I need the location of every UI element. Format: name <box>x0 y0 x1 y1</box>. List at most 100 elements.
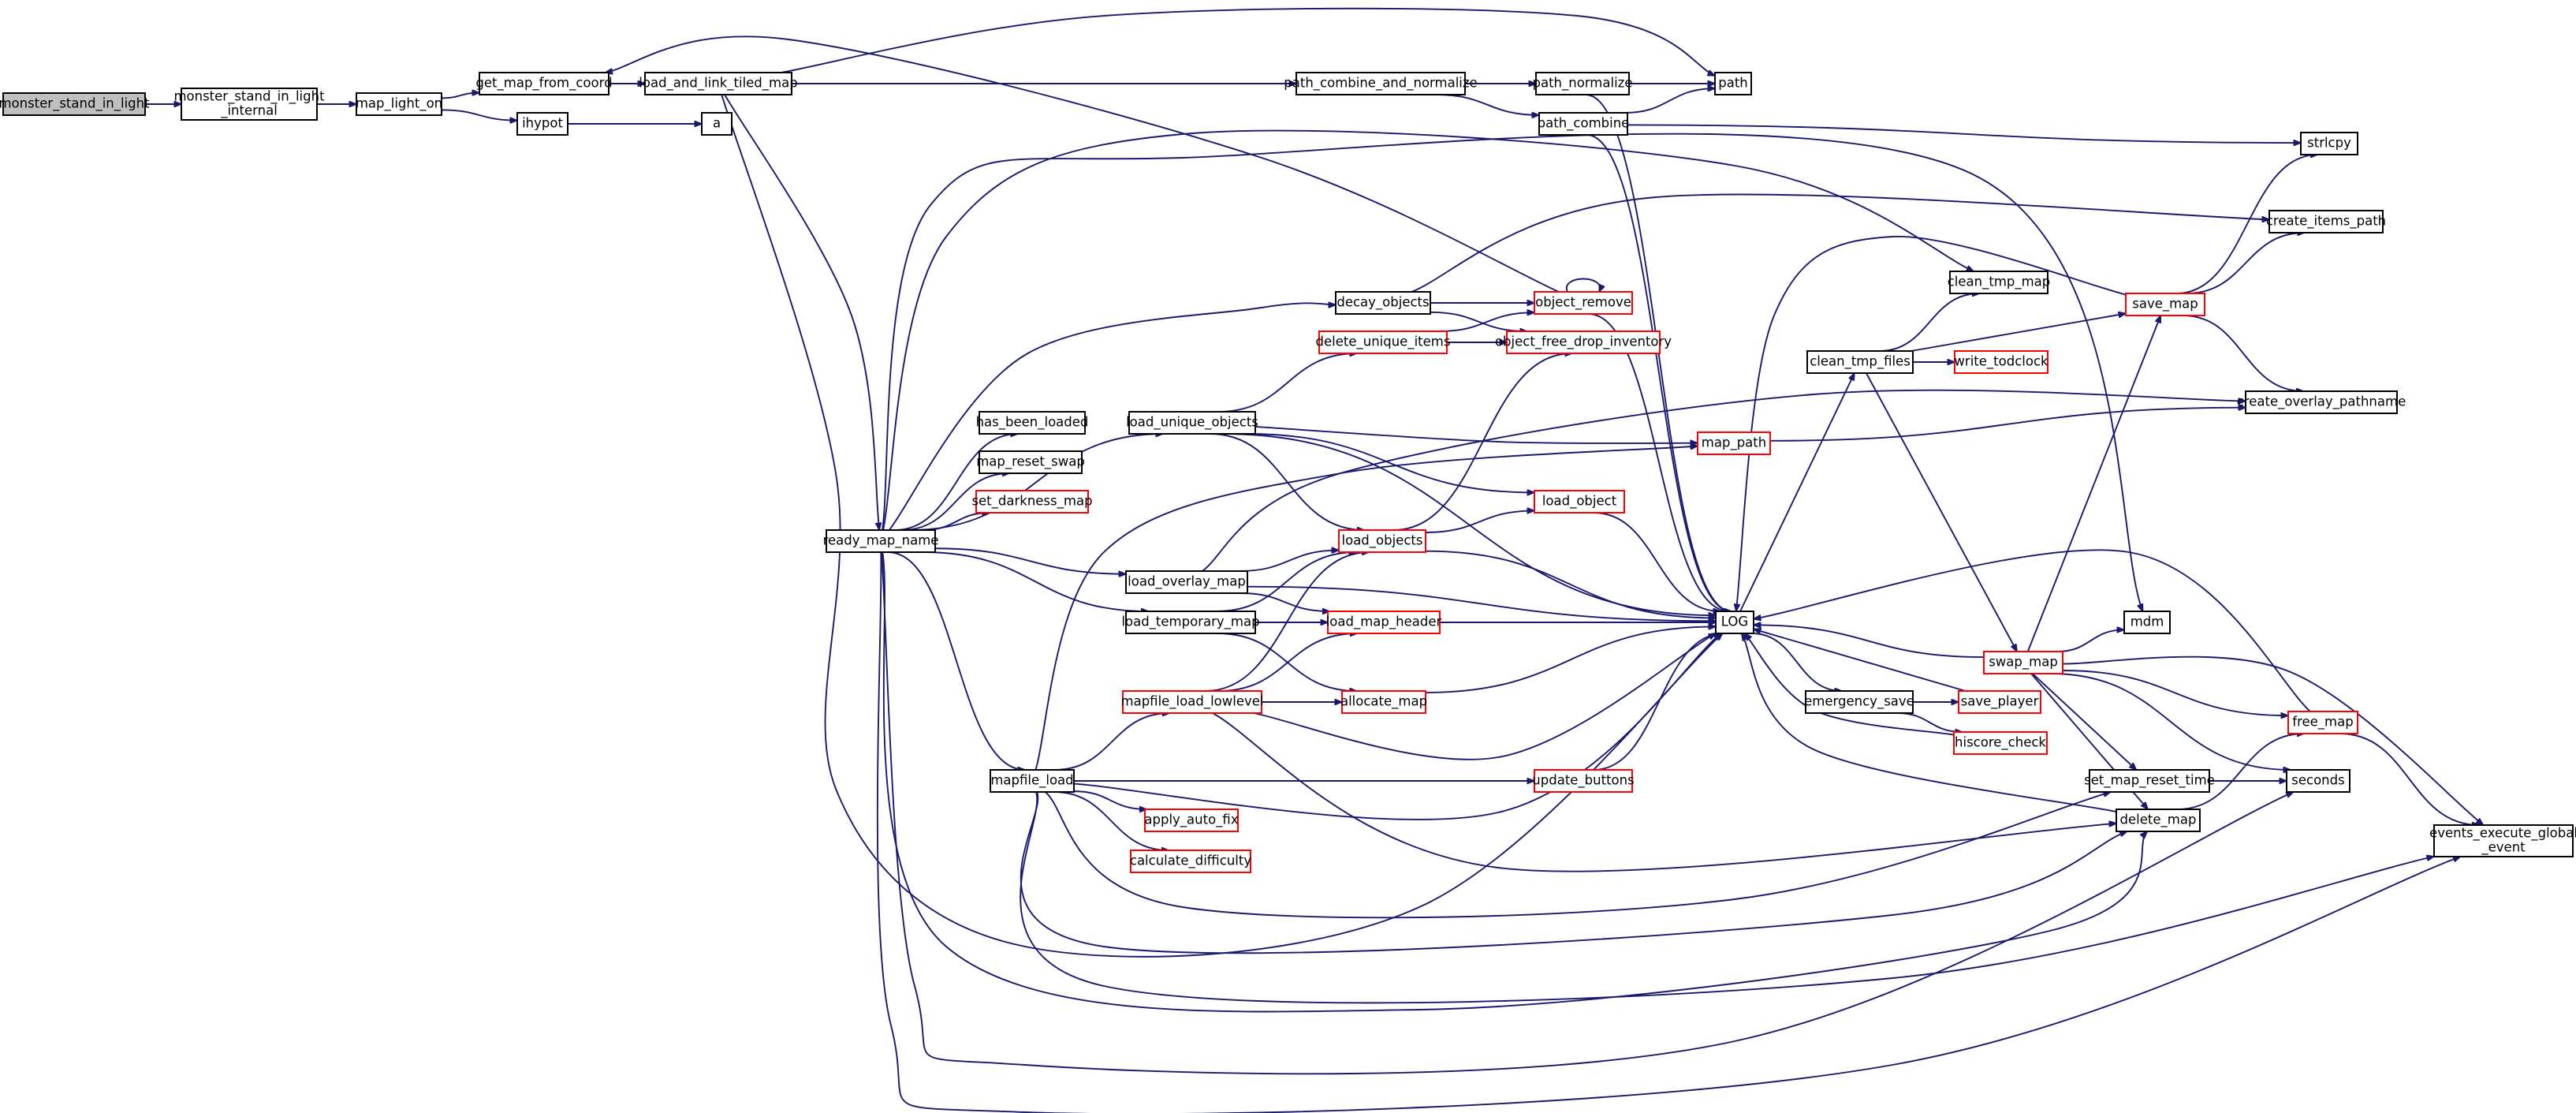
node-load_object[interactable]: load_object <box>1534 490 1625 514</box>
edge-swap_map-to-free_map <box>2062 670 2288 715</box>
node-create_overlay_pathname[interactable]: create_overlay_pathname <box>2237 390 2406 414</box>
node-map_reset_swap[interactable]: map_reset_swap <box>976 450 1085 474</box>
node-clean_tmp_map[interactable]: clean_tmp_map <box>1948 271 2051 294</box>
node-swap_map[interactable]: swap_map <box>1983 651 2063 674</box>
node-label: clean_tmp_map <box>1948 275 2051 290</box>
edge-mapfile_load_lowlevel-to-LOG <box>1253 633 1716 760</box>
node-object_remove[interactable]: object_remove <box>1534 291 1633 315</box>
edge-path_combine-to-path <box>1624 88 1715 114</box>
node-seconds[interactable]: seconds <box>2286 769 2350 793</box>
node-path_normalize[interactable]: path_normalize <box>1533 72 1633 95</box>
node-box <box>1335 291 1431 315</box>
node-monster_stand_in_light_internal[interactable]: monster_stand_in_light_internal <box>173 88 325 121</box>
node-label: mapfile_load <box>990 773 1073 789</box>
edge-swap_map-to-seconds <box>2050 673 2291 770</box>
node-box <box>1535 72 1630 95</box>
node-save_player[interactable]: save_player <box>1958 690 2041 714</box>
edge-save_map-to-create_overlay_pathname <box>2183 315 2303 391</box>
node-label: delete_unique_items <box>1316 334 1451 350</box>
node-monster_stand_in_light[interactable]: monster_stand_in_light <box>0 92 150 116</box>
node-strlcpy[interactable]: strlcpy <box>2300 132 2358 155</box>
node-mdm[interactable]: mdm <box>2123 611 2171 634</box>
node-box <box>2116 809 2201 832</box>
edge-ready_map_name-to-has_been_loaded <box>894 434 1018 531</box>
node-label: create_items_path <box>2266 214 2386 230</box>
node-object_free_drop_inventory[interactable]: object_free_drop_inventory <box>1495 331 1672 354</box>
node-has_been_loaded[interactable]: has_been_loaded <box>976 411 1089 435</box>
node-allocate_map[interactable]: allocate_map <box>1340 690 1427 714</box>
node-write_todclock[interactable]: write_todclock <box>1954 350 2048 374</box>
node-update_buttons[interactable]: update_buttons <box>1532 769 1635 793</box>
edge-clean_tmp_files-to-swap_map <box>1866 372 2017 652</box>
node-label: _event <box>2481 840 2526 856</box>
node-box <box>1125 570 1248 594</box>
node-LOG[interactable]: LOG <box>1715 611 1754 634</box>
node-label: load_unique_objects <box>1126 415 1258 431</box>
edge-mapfile_load-to-mapfile_load_lowlevel <box>1054 713 1169 771</box>
node-load_objects[interactable]: load_objects <box>1338 529 1426 553</box>
node-decay_objects[interactable]: decay_objects <box>1335 291 1431 315</box>
edge-ready_map_name-to-delete_map <box>882 551 2147 1013</box>
edge-save_map-to-strlcpy <box>2176 155 2317 294</box>
node-calculate_difficulty[interactable]: calculate_difficulty <box>1130 850 1251 873</box>
node-label: get_map_from_coord <box>475 76 612 92</box>
edge-swap_map-to-mdm <box>2057 629 2124 652</box>
node-path_combine_and_normalize[interactable]: path_combine_and_normalize <box>1284 72 1478 95</box>
node-box <box>1983 651 2063 674</box>
node-mapfile_load_lowlevel[interactable]: mapfile_load_lowlevel <box>1121 690 1264 714</box>
node-emergency_save[interactable]: emergency_save <box>1804 690 1914 714</box>
node-label: path <box>1718 76 1748 91</box>
node-load_overlay_map[interactable]: load_overlay_map <box>1125 570 1248 594</box>
node-set_map_reset_time[interactable]: set_map_reset_time <box>2084 769 2215 793</box>
node-ihypot[interactable]: ihypot <box>516 112 569 136</box>
edge-mapfile_load-to-apply_auto_fix <box>1073 790 1146 809</box>
node-box <box>2123 611 2171 634</box>
node-events_execute_global_event[interactable]: events_execute_global_event <box>2429 824 2576 857</box>
node-load_map_header[interactable]: load_map_header <box>1326 611 1442 634</box>
edge-load_overlay_map-to-load_map_header <box>1240 592 1330 611</box>
edge-mapfile_load_lowlevel-to-delete_map <box>1212 712 2116 872</box>
edge-load_objects-to-object_free_drop_inventory <box>1393 353 1572 531</box>
edge-load_and_link_tiled_map-to-ready_map_name <box>724 94 879 530</box>
edge-LOG-to-clean_tmp_files <box>1739 373 1855 612</box>
edge-load_unique_objects-to-delete_unique_items <box>1218 353 1357 413</box>
edge-load_and_link_tiled_map-to-LOG <box>721 94 1722 958</box>
node-delete_unique_items[interactable]: delete_unique_items <box>1316 331 1451 354</box>
node-label: load_and_link_tiled_map <box>639 76 797 92</box>
node-create_items_path[interactable]: create_items_path <box>2266 210 2386 233</box>
node-label: load_objects <box>1342 533 1423 549</box>
node-box <box>979 450 1083 474</box>
edge-free_map-to-LOG <box>1754 549 2311 712</box>
edge-mapfile_load_lowlevel-to-load_objects <box>1205 552 1370 692</box>
node-label: strlcpy <box>2307 136 2351 151</box>
node-map_light_on[interactable]: map_light_on <box>356 92 442 116</box>
node-load_unique_objects[interactable]: load_unique_objects <box>1126 411 1258 435</box>
node-set_darkness_map[interactable]: set_darkness_map <box>971 490 1093 514</box>
node-save_map[interactable]: save_map <box>2125 293 2205 316</box>
node-path_combine[interactable]: path_combine <box>1538 112 1630 136</box>
edge-ready_map_name-to-seconds <box>881 551 2294 1075</box>
edge-mapfile_load-to-delete_map <box>1020 791 2127 954</box>
node-free_map[interactable]: free_map <box>2287 711 2358 734</box>
node-ready_map_name[interactable]: ready_map_name <box>823 529 939 553</box>
node-path[interactable]: path <box>1714 72 1752 95</box>
node-delete_map[interactable]: delete_map <box>2116 809 2201 832</box>
node-load_and_link_tiled_map[interactable]: load_and_link_tiled_map <box>639 72 798 95</box>
node-apply_auto_fix[interactable]: apply_auto_fix <box>1144 809 1239 832</box>
node-map_path[interactable]: map_path <box>1697 431 1771 455</box>
node-label: mdm <box>2131 614 2164 629</box>
node-a[interactable]: a <box>701 112 733 136</box>
edge-swap_map-to-set_map_reset_time <box>2032 673 2137 770</box>
node-label: LOG <box>1721 614 1748 629</box>
node-box <box>1714 72 1752 95</box>
node-mapfile_load[interactable]: mapfile_load <box>990 769 1075 793</box>
node-box <box>1506 331 1661 354</box>
node-hiscore_check[interactable]: hiscore_check <box>1953 731 2048 755</box>
node-clean_tmp_files[interactable]: clean_tmp_files <box>1806 350 1914 374</box>
node-load_temporary_map[interactable]: load_temporary_map <box>1121 611 1260 634</box>
edge-ready_map_name-to-map_reset_swap <box>901 473 1010 531</box>
node-label: save_map <box>2132 297 2198 312</box>
edge-swap_map-to-LOG <box>1754 625 1985 658</box>
node-get_map_from_coord[interactable]: get_map_from_coord <box>475 72 613 95</box>
edge-load_temporary_map-to-load_objects <box>1217 552 1356 612</box>
